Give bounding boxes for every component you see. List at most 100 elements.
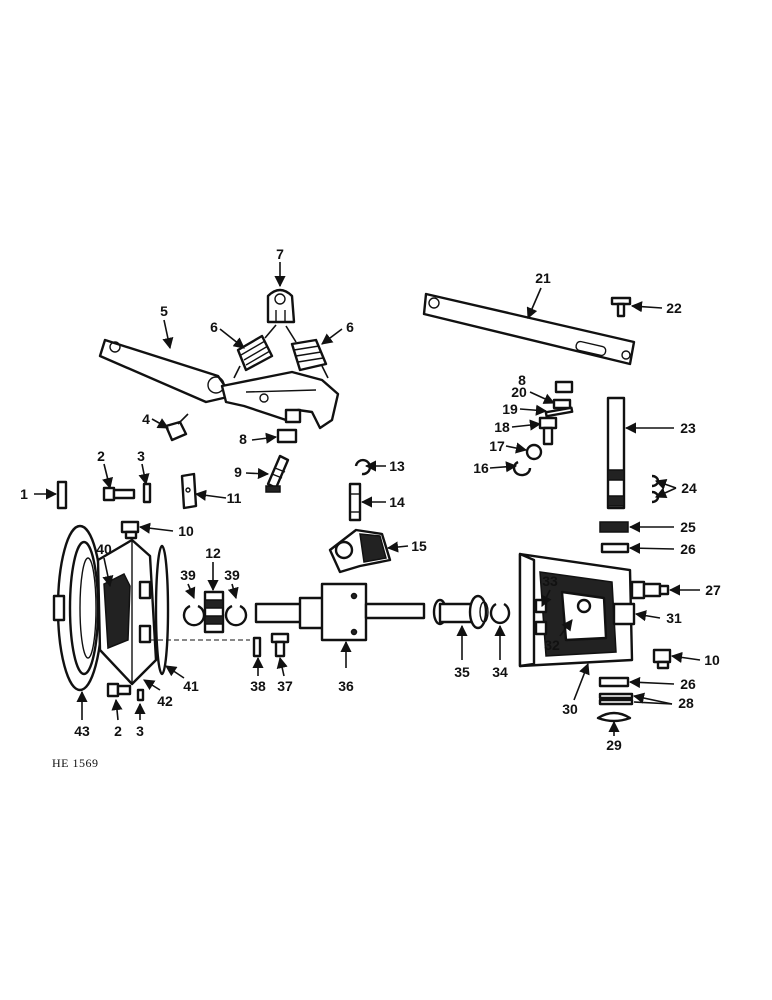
callout-24: 24 (681, 480, 697, 496)
part-ring-16 (512, 460, 532, 477)
callout-13: 13 (389, 458, 405, 474)
part-screw-37 (270, 632, 290, 658)
callout-26-bottom: 26 (680, 676, 696, 692)
callout-labels: 1 2 2 3 3 4 5 6 6 7 8 8 9 10 10 11 12 13… (20, 246, 721, 753)
callout-26-top: 26 (680, 541, 696, 557)
part-snap-ring-39-left (182, 604, 206, 627)
part-bolt-2-top (102, 486, 136, 502)
figure-code: HE 1569 (52, 756, 99, 770)
part-spring-right (285, 325, 329, 379)
part-grease-fitting (164, 413, 189, 442)
callout-27: 27 (705, 582, 721, 598)
part-fitting-27 (630, 580, 670, 600)
callout-41: 41 (183, 678, 199, 694)
part-pin-19 (544, 406, 574, 418)
part-shims-28 (598, 692, 634, 706)
callout-36: 36 (338, 678, 354, 694)
part-cam-15 (328, 528, 392, 574)
callout-39-left: 39 (180, 567, 196, 583)
part-clevis (266, 288, 296, 324)
part-pulley (52, 524, 104, 692)
part-stud-18 (538, 416, 558, 446)
part-bolt-2-bottom (106, 682, 132, 698)
callout-18: 18 (494, 419, 510, 435)
part-bushing-20 (552, 398, 572, 410)
callout-28: 28 (678, 695, 694, 711)
part-pin-38 (252, 636, 262, 658)
part-shim-26-top (600, 542, 630, 554)
part-ball-17 (525, 443, 543, 461)
callout-6-right: 6 (346, 319, 354, 335)
callout-39-right: 39 (224, 567, 240, 583)
callout-1: 1 (20, 486, 28, 502)
part-key-11 (180, 472, 198, 510)
part-arm-21 (422, 292, 636, 366)
part-seal-disc (154, 544, 170, 676)
callout-32: 32 (544, 637, 560, 653)
callout-2-top: 2 (97, 448, 105, 464)
part-shim-26-bottom (598, 676, 630, 688)
part-rod-23 (606, 396, 626, 510)
callout-11: 11 (227, 490, 242, 506)
callout-6-left: 6 (210, 319, 218, 335)
callout-16: 16 (473, 460, 489, 476)
part-lever-arm (98, 338, 234, 404)
callout-8-left: 8 (239, 431, 247, 447)
callout-34: 34 (492, 664, 508, 680)
part-block-25 (599, 521, 629, 533)
callout-10-left: 10 (178, 523, 194, 539)
leader-lines (34, 262, 701, 736)
part-snap-ring-39-right (224, 604, 248, 627)
callout-25: 25 (680, 519, 696, 535)
callout-35: 35 (454, 664, 470, 680)
callout-29: 29 (606, 737, 622, 753)
part-bearing-12 (203, 590, 225, 634)
callout-31: 31 (666, 610, 682, 626)
part-pin-14 (348, 482, 362, 522)
part-plug-left (120, 520, 140, 540)
part-seal-29 (596, 711, 632, 723)
part-washer-3-top (142, 482, 152, 504)
callout-3-bottom: 3 (136, 723, 144, 739)
callout-19: 19 (502, 401, 518, 417)
part-pin-22 (610, 296, 632, 318)
part-collar-35 (432, 594, 489, 630)
callout-43: 43 (74, 723, 90, 739)
callout-20: 20 (511, 384, 527, 400)
callout-33: 33 (542, 573, 558, 589)
part-snap-ring-13 (354, 458, 372, 476)
callout-10-right: 10 (704, 652, 720, 668)
callout-5: 5 (160, 303, 168, 319)
callout-40: 40 (96, 541, 112, 557)
part-shaft-36 (254, 582, 426, 642)
part-plug-right (652, 648, 672, 670)
callout-42: 42 (157, 693, 173, 709)
callout-23: 23 (680, 420, 696, 436)
part-washer-3-bottom (136, 688, 145, 702)
callout-12: 12 (205, 545, 221, 561)
callout-21: 21 (535, 270, 551, 286)
callout-17: 17 (489, 438, 505, 454)
part-spacer-right (554, 380, 574, 394)
callout-3-top: 3 (137, 448, 145, 464)
callout-38: 38 (250, 678, 266, 694)
part-spacer-left (276, 428, 298, 444)
callout-4: 4 (142, 411, 150, 427)
part-spring-left (233, 324, 277, 379)
callout-30: 30 (562, 701, 578, 717)
callout-8-right: 8 (518, 372, 526, 388)
part-gearbox-housing (518, 552, 636, 668)
part-pin-1 (56, 480, 68, 510)
part-snap-ring-34 (489, 602, 511, 625)
part-hub-housing (96, 538, 158, 686)
callout-37: 37 (277, 678, 293, 694)
callout-2-bottom: 2 (114, 723, 122, 739)
callout-9: 9 (234, 464, 242, 480)
part-bolt-9 (265, 454, 290, 493)
callout-15: 15 (411, 538, 427, 554)
callout-14: 14 (389, 494, 405, 510)
callout-7: 7 (276, 246, 284, 262)
callout-22: 22 (666, 300, 682, 316)
